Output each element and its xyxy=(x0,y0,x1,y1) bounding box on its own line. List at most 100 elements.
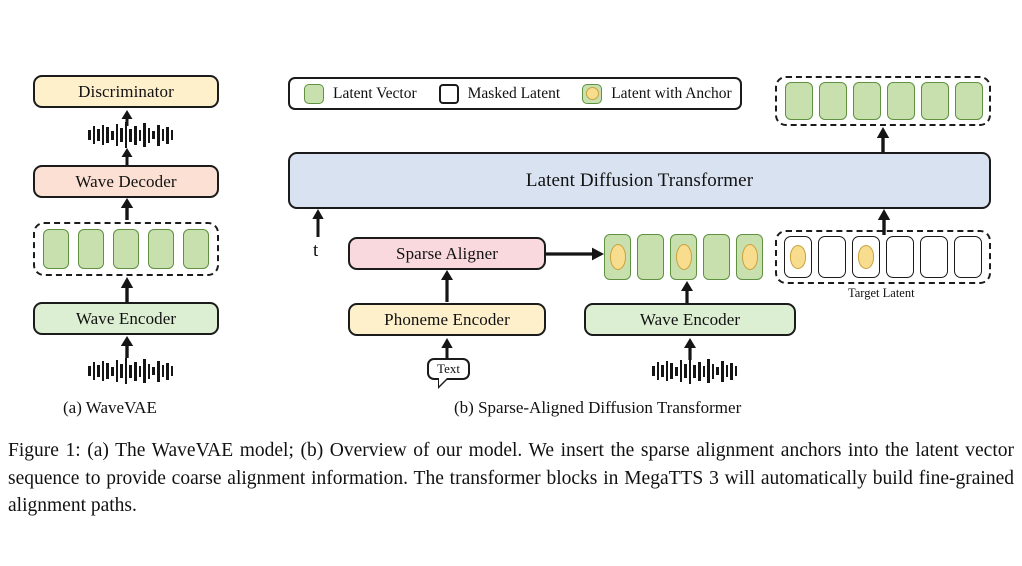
waveform-bar xyxy=(656,362,660,380)
arrow-aligner-to-tokens xyxy=(546,245,604,263)
waveform-bar xyxy=(143,123,146,147)
latent-token-with-anchor[interactable] xyxy=(852,236,880,278)
block-label: Wave Encoder xyxy=(639,309,741,329)
waveform-bar xyxy=(688,358,692,384)
waveform-bar xyxy=(110,366,114,376)
text-input-bubble[interactable]: Text xyxy=(427,358,470,389)
masked-latent-token[interactable] xyxy=(920,236,948,278)
block-sparse-aligner[interactable]: Sparse Aligner xyxy=(348,237,546,270)
latent-token[interactable] xyxy=(43,229,69,269)
latent-token[interactable] xyxy=(637,234,664,280)
waveform-bar xyxy=(133,361,137,381)
arrow-timestep-to-transformer xyxy=(310,209,326,237)
block-label: Wave Encoder xyxy=(75,308,177,328)
arrow-latents-to-decoder xyxy=(119,198,135,220)
waveform-bar xyxy=(143,359,146,383)
waveform-bar xyxy=(115,124,119,146)
arrow-transformer-to-output xyxy=(875,127,891,154)
latent-token[interactable] xyxy=(785,82,813,120)
latent-token[interactable] xyxy=(78,229,104,269)
waveform-bar xyxy=(88,130,91,140)
subcaption-a: (a) WaveVAE xyxy=(63,398,157,417)
waveform-icon-decoder-output xyxy=(88,122,174,148)
waveform-bar xyxy=(101,125,105,145)
legend-swatch-white-square xyxy=(438,83,459,104)
waveform-bar xyxy=(730,362,733,380)
waveform-bar xyxy=(120,128,123,142)
arrow-encoder-to-latents xyxy=(119,277,135,303)
block-wave-decoder[interactable]: Wave Decoder xyxy=(33,165,219,198)
waveform-bar xyxy=(92,126,96,144)
block-wave-encoder-a[interactable]: Wave Encoder xyxy=(33,302,219,335)
latent-token[interactable] xyxy=(921,82,949,120)
timestep-label: t xyxy=(313,240,319,261)
waveform-bar xyxy=(101,361,105,381)
latent-token[interactable] xyxy=(887,82,915,120)
legend-label: Latent Vector xyxy=(333,84,417,102)
waveform-bar xyxy=(152,131,155,139)
prompt-latent-sequence xyxy=(604,232,763,282)
block-label: Sparse Aligner xyxy=(396,243,498,263)
legend-item-latent-vector: Latent Vector xyxy=(304,83,417,104)
output-latent-sequence xyxy=(775,76,991,126)
latent-token[interactable] xyxy=(955,82,983,120)
latent-token[interactable] xyxy=(183,229,209,269)
block-phoneme-encoder[interactable]: Phoneme Encoder xyxy=(348,303,546,336)
block-discriminator[interactable]: Discriminator xyxy=(33,75,219,108)
waveform-bar xyxy=(734,366,738,376)
waveform-bar xyxy=(674,366,678,376)
waveform-bar xyxy=(156,124,160,146)
arrow-phoneme-encoder-to-aligner xyxy=(439,270,455,302)
waveform-bar xyxy=(679,360,683,382)
masked-latent-token[interactable] xyxy=(818,236,846,278)
block-wave-encoder-b[interactable]: Wave Encoder xyxy=(584,303,796,336)
legend-item-masked-latent: Masked Latent xyxy=(438,83,560,104)
anchor-dot-icon xyxy=(675,244,692,270)
waveform-bar xyxy=(693,364,696,378)
waveform-bar xyxy=(97,129,100,141)
latent-token[interactable] xyxy=(819,82,847,120)
latent-token[interactable] xyxy=(148,229,174,269)
masked-latent-token[interactable] xyxy=(954,236,982,278)
latent-token[interactable] xyxy=(703,234,730,280)
subcaption-b: (b) Sparse-Aligned Diffusion Transformer xyxy=(454,398,742,417)
waveform-bar xyxy=(652,366,655,376)
arrow-wave-to-encoder-a xyxy=(119,336,135,358)
arrow-prompt-to-transformer xyxy=(876,209,892,235)
waveform-bar xyxy=(106,363,109,379)
waveform-bar xyxy=(166,126,169,144)
waveform-bar xyxy=(166,362,169,380)
waveform-bar xyxy=(129,128,132,142)
waveform-bar xyxy=(124,358,128,384)
latent-token-with-anchor[interactable] xyxy=(604,234,631,280)
block-label: Latent Diffusion Transformer xyxy=(525,169,754,191)
waveform-bar xyxy=(716,367,719,375)
masked-latent-token[interactable] xyxy=(886,236,914,278)
latent-token[interactable] xyxy=(853,82,881,120)
latent-token-with-anchor[interactable] xyxy=(736,234,763,280)
waveform-icon-encoder-input xyxy=(88,358,174,384)
block-latent-diffusion-transformer[interactable]: Latent Diffusion Transformer xyxy=(288,152,991,209)
waveform-bar xyxy=(720,360,724,382)
waveform-bar xyxy=(138,365,142,377)
waveform-bar xyxy=(120,364,123,378)
arrow-wave-encoder-to-tokens xyxy=(679,281,695,305)
latent-token-with-anchor[interactable] xyxy=(670,234,697,280)
waveform-bar xyxy=(170,366,174,376)
waveform-bar xyxy=(665,361,669,381)
waveform-bar xyxy=(110,130,114,140)
anchor-dot-icon xyxy=(609,244,626,270)
latent-token[interactable] xyxy=(113,229,139,269)
waveform-bar xyxy=(88,366,91,376)
anchor-dot-icon xyxy=(857,245,875,269)
anchor-dot-icon xyxy=(789,245,807,269)
latent-token-with-anchor[interactable] xyxy=(784,236,812,278)
waveform-bar xyxy=(702,365,706,377)
arrow-wave-to-encoder-b xyxy=(682,338,698,360)
waveform-bar xyxy=(147,363,151,379)
waveform-bar xyxy=(670,363,673,379)
waveform-bar xyxy=(138,129,142,141)
waveform-icon-encoder-input-b xyxy=(652,358,738,384)
legend-swatch-green-square-with-anchor xyxy=(582,83,603,104)
